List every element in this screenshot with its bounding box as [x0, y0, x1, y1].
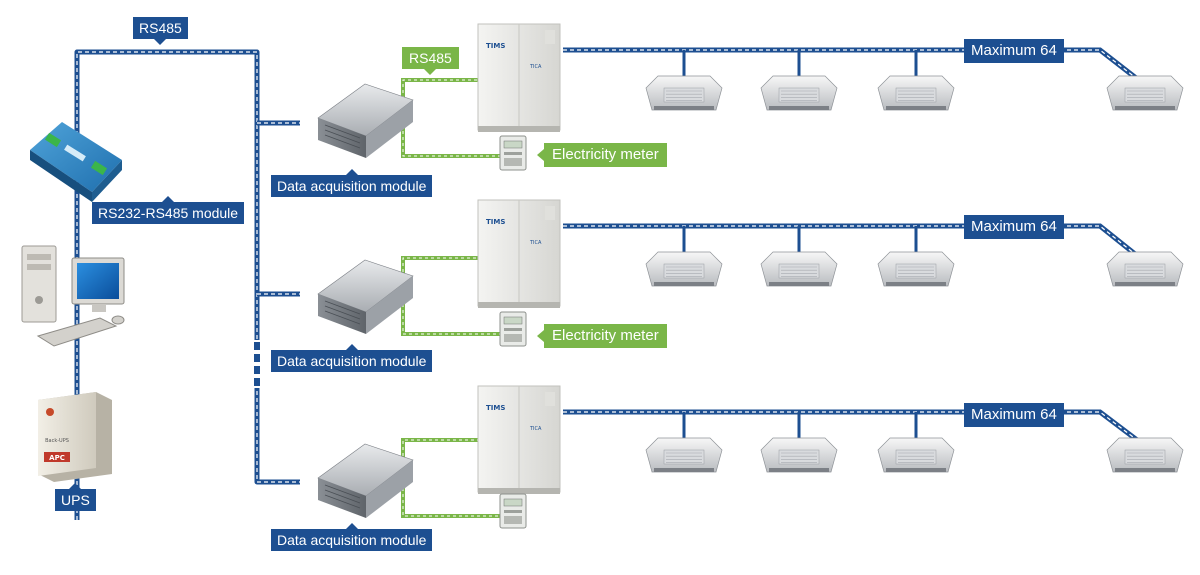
bus-break-marks — [252, 340, 262, 388]
odu-brand-text: TIMS — [486, 404, 505, 412]
odu-logo-text: TICA — [529, 240, 542, 246]
data-acquisition-module-3 — [317, 443, 414, 518]
cassette-indoor-unit — [760, 75, 838, 111]
outdoor-unit-3: TIMS TICA — [477, 385, 561, 494]
cassette-indoor-unit — [1106, 75, 1184, 111]
data-module-label-2: Data acquisition module — [271, 344, 433, 372]
ups-icon: APC Back-UPS — [38, 392, 112, 482]
row-3-lines — [563, 409, 1147, 448]
odu-brand-text: TIMS — [486, 218, 505, 226]
ups-label: UPS — [55, 483, 96, 511]
odu-logo-text: TICA — [529, 64, 542, 70]
row-2-lines — [563, 223, 1147, 264]
rs485-main-label: RS485 — [133, 17, 188, 45]
green-lines — [401, 78, 500, 518]
rs485-green-label: RS485 — [402, 47, 459, 75]
ups-brand-text: APC — [49, 454, 65, 462]
data-acquisition-module-1 — [317, 83, 414, 158]
rs232-rs485-converter — [30, 122, 122, 202]
electricity-meter-3 — [499, 493, 527, 529]
outdoor-unit-1: TIMS TICA — [477, 23, 561, 132]
data-module-label-1: Data acquisition module — [271, 169, 433, 197]
rs232-module-label: RS232-RS485 module — [92, 196, 245, 224]
electricity-meter-2 — [499, 311, 527, 347]
electricity-meter-label-1: Electricity meter — [537, 143, 667, 167]
maximum-label-3: Maximum 64 — [964, 403, 1064, 427]
cassette-indoor-unit — [645, 251, 723, 287]
cassette-indoor-unit — [1106, 251, 1184, 287]
data-acquisition-module-2 — [317, 259, 414, 334]
computer-icon — [21, 245, 125, 347]
cassette-indoor-unit — [877, 437, 955, 473]
ups-model-text: Back-UPS — [45, 438, 69, 444]
maximum-label-2: Maximum 64 — [964, 215, 1064, 239]
electricity-meter-label-2: Electricity meter — [537, 324, 667, 348]
indoor-units — [645, 75, 1184, 473]
cassette-indoor-unit — [760, 437, 838, 473]
rs485-main-bus — [74, 49, 300, 520]
cassette-indoor-unit — [877, 75, 955, 111]
cassette-indoor-unit — [877, 251, 955, 287]
cassette-indoor-unit — [760, 251, 838, 287]
electricity-meter-1 — [499, 135, 527, 171]
cassette-indoor-unit — [645, 75, 723, 111]
odu-brand-text: TIMS — [486, 42, 505, 50]
cassette-indoor-unit — [1106, 437, 1184, 473]
outdoor-unit-2: TIMS TICA — [477, 199, 561, 308]
row-1-lines — [563, 47, 1147, 87]
maximum-label-1: Maximum 64 — [964, 39, 1064, 63]
odu-logo-text: TICA — [529, 426, 542, 432]
data-module-label-3: Data acquisition module — [271, 523, 433, 551]
cassette-indoor-unit — [645, 437, 723, 473]
